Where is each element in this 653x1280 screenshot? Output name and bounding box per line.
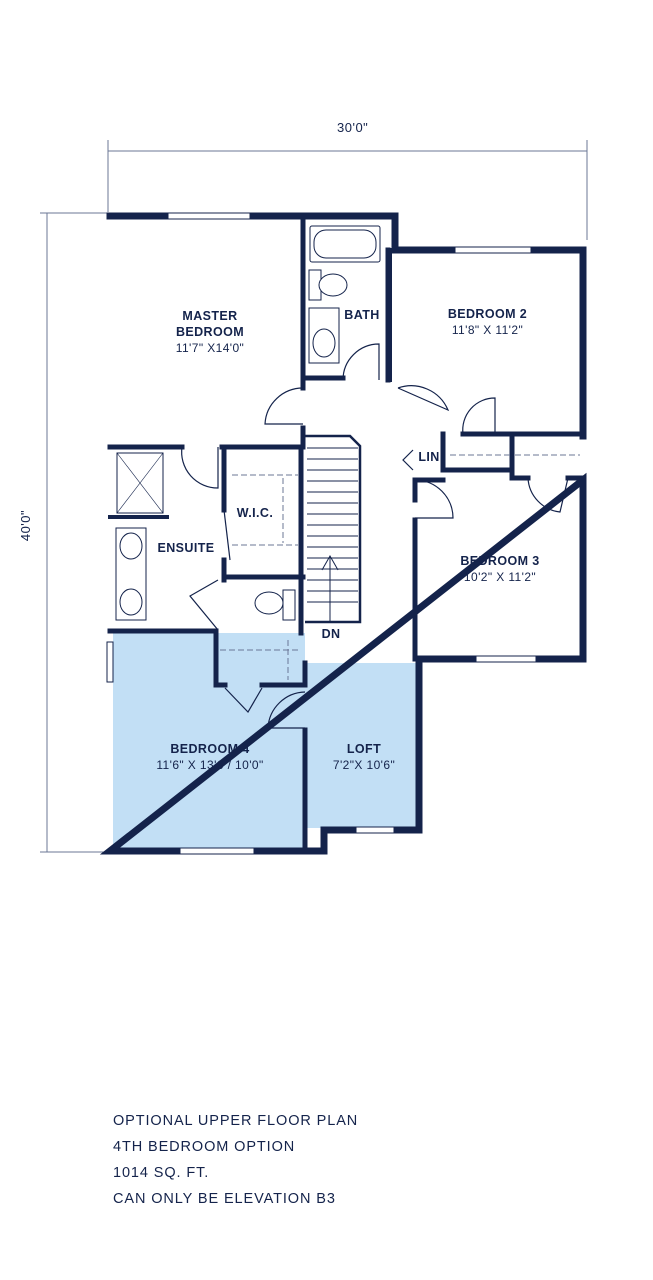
optional-area-fill bbox=[113, 633, 421, 848]
note-line: 1014 SQ. FT. bbox=[113, 1165, 210, 1181]
plan-notes: OPTIONAL UPPER FLOOR PLAN 4TH BEDROOM OP… bbox=[113, 1108, 358, 1212]
ensuite-door bbox=[181, 446, 219, 489]
lin-door bbox=[402, 449, 414, 471]
lin-label: LIN bbox=[418, 450, 440, 464]
width-dimension-label: 30'0" bbox=[337, 120, 369, 135]
bedroom3-size: 10'2" X 11'2" bbox=[463, 570, 537, 584]
bedroom2-label: BEDROOM 2 11'8" X 11'2" bbox=[420, 306, 555, 338]
bedroom4-name: BEDROOM 4 bbox=[170, 742, 250, 756]
master-bedroom-name-2: BEDROOM bbox=[175, 325, 245, 339]
loft-size: 7'2"X 10'6" bbox=[332, 758, 396, 772]
bedroom4-door bbox=[267, 691, 306, 729]
bedroom2-window bbox=[454, 246, 532, 254]
stair-outline bbox=[305, 434, 362, 624]
bedroom4-fill bbox=[113, 633, 305, 848]
dimension-lines bbox=[40, 140, 588, 853]
bedroom3-closet-door bbox=[527, 477, 569, 513]
bedroom2-size: 11'8" X 11'2" bbox=[451, 323, 524, 337]
doors bbox=[181, 343, 569, 729]
shower-diagonal-b bbox=[116, 452, 164, 514]
windows bbox=[106, 212, 537, 855]
master-bedroom-label: MASTER BEDROOM 11'7" X14'0" bbox=[140, 308, 280, 356]
bedroom3-window bbox=[475, 655, 537, 663]
master-bedroom-size: 11'7" X14'0" bbox=[175, 341, 245, 355]
bedroom2-closet-door bbox=[462, 397, 496, 435]
stairs-down-label: DN bbox=[321, 627, 341, 641]
ensuite-sink-a bbox=[119, 532, 143, 560]
loft-window bbox=[355, 826, 395, 834]
bathtub-basin bbox=[313, 229, 377, 259]
stair-treads bbox=[307, 447, 358, 603]
closet-shelves bbox=[220, 454, 580, 680]
ensuite-sink-b bbox=[119, 588, 143, 616]
loft-name: LOFT bbox=[346, 742, 382, 756]
wic-door bbox=[223, 509, 231, 561]
bedroom2-door bbox=[397, 385, 450, 412]
fixtures bbox=[115, 225, 381, 621]
bedroom2-name: BEDROOM 2 bbox=[447, 307, 528, 321]
master-bedroom-name-1: MASTER bbox=[182, 309, 238, 323]
bedroom3-label: BEDROOM 3 10'2" X 11'2" bbox=[430, 553, 570, 585]
note-line: OPTIONAL UPPER FLOOR PLAN bbox=[113, 1113, 359, 1129]
depth-dimension-label: 40'0" bbox=[18, 509, 34, 542]
loft-label: LOFT 7'2"X 10'6" bbox=[312, 741, 416, 773]
loft-fill bbox=[305, 663, 421, 828]
bedroom3-door bbox=[414, 479, 454, 519]
bedroom4-label: BEDROOM 4 11'6" X 13'6 / 10'0" bbox=[120, 741, 300, 773]
staircase bbox=[305, 434, 362, 624]
wic-label: W.I.C. bbox=[236, 506, 274, 520]
bath-toilet bbox=[318, 273, 348, 297]
bath-sink bbox=[312, 328, 336, 358]
note-line: CAN ONLY BE ELEVATION B3 bbox=[113, 1191, 336, 1207]
bedroom4-size: 11'6" X 13'6 / 10'0" bbox=[156, 758, 264, 772]
ensuite-toilet-tank bbox=[282, 589, 296, 621]
bedroom4-window bbox=[179, 847, 255, 855]
bedroom3-name: BEDROOM 3 bbox=[460, 554, 540, 568]
stair-arrow bbox=[321, 554, 339, 571]
bedroom4-closet-door bbox=[224, 687, 263, 713]
note-line: 4TH BEDROOM OPTION bbox=[113, 1139, 296, 1155]
bath-label: BATH bbox=[344, 308, 380, 322]
ensuite-wc-door bbox=[189, 579, 219, 631]
ensuite-toilet bbox=[254, 591, 284, 615]
master-window bbox=[167, 212, 251, 220]
bath-door bbox=[342, 343, 380, 381]
master-door bbox=[264, 387, 304, 425]
ensuite-label: ENSUITE bbox=[157, 541, 215, 555]
bedroom4-side-window bbox=[106, 641, 114, 683]
